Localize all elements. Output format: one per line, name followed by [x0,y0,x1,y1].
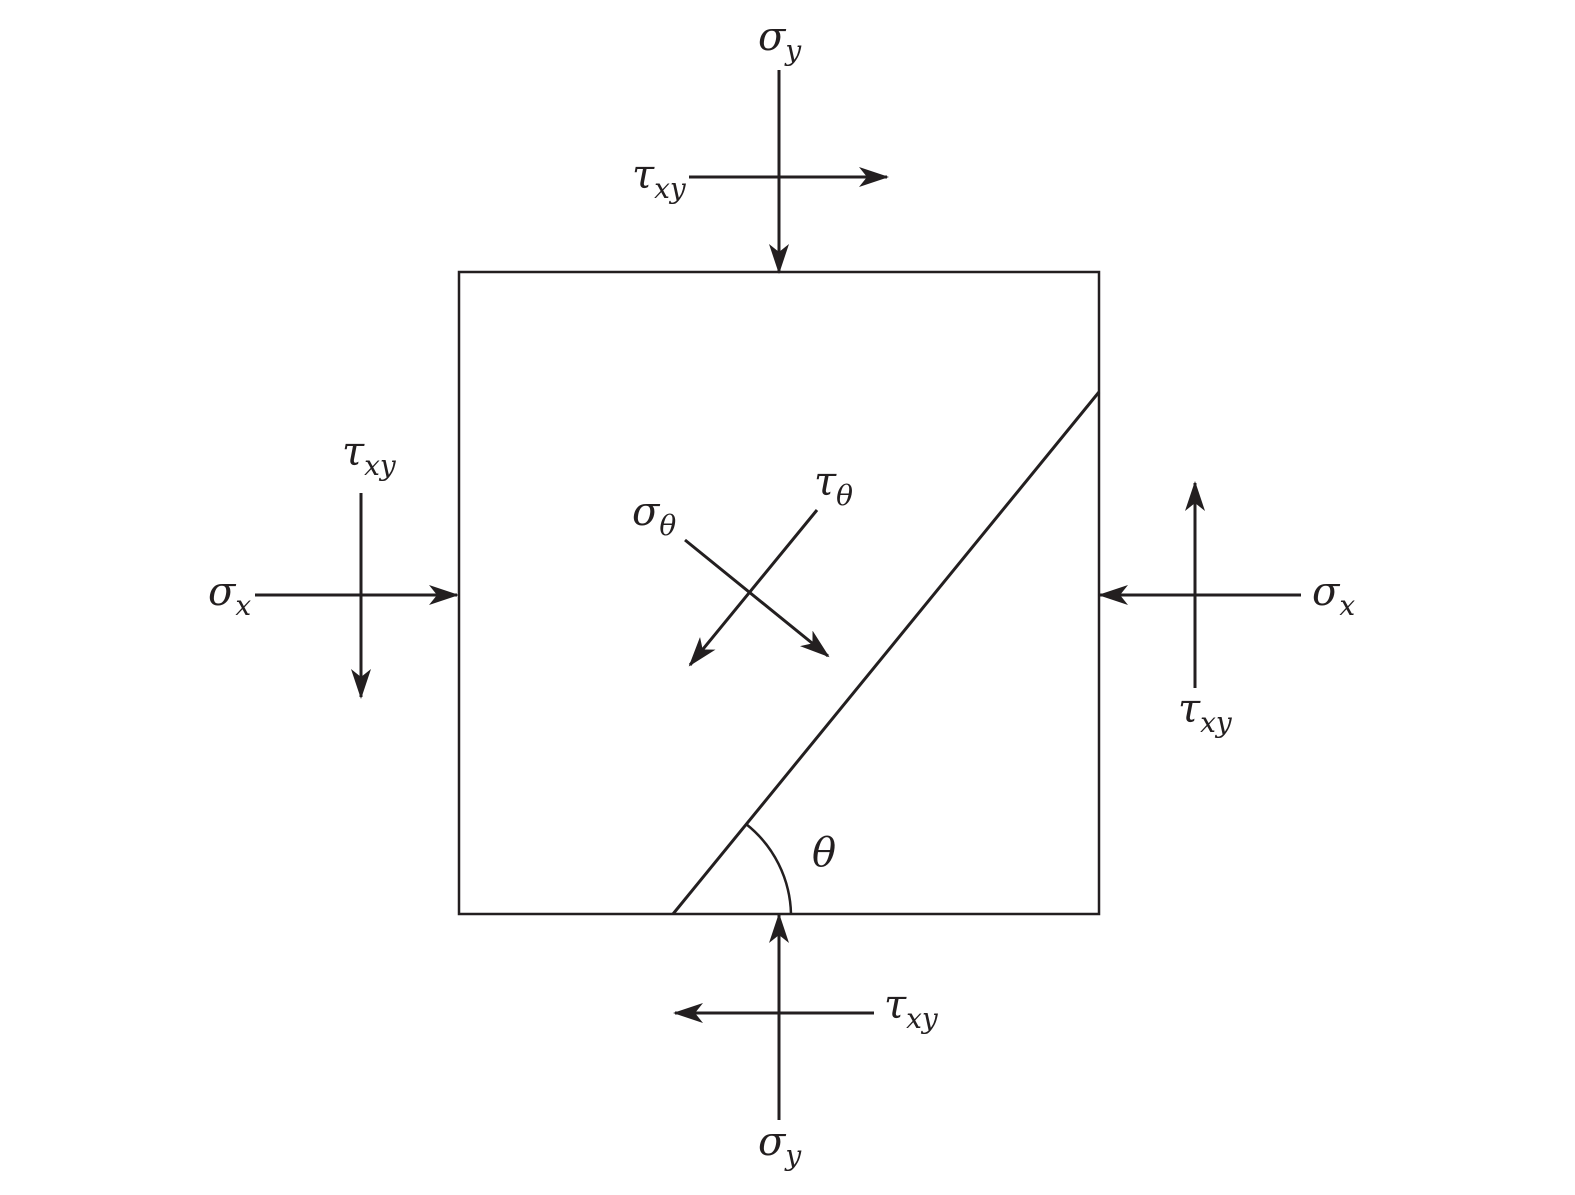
stress-element-square [457,270,1101,916]
inclined-plane-line [671,391,1101,915]
tau-xy-right-label: τxy [1178,686,1233,739]
theta-label: θ [812,830,836,876]
sigma-theta-arrow [684,538,830,658]
sigma-theta-label: σθ [632,489,676,542]
sigma-y-bottom-label: σy [758,1119,802,1172]
tau-theta-arrow [688,509,819,667]
tau-xy-top-label: τxy [632,152,687,205]
tau-theta-label: τθ [814,459,853,512]
tau-xy-bottom-label: τxy [884,982,939,1035]
tau-xy-left-label: τxy [342,429,397,482]
sigma-x-left-label: σx [208,569,251,622]
theta-angle-arc [745,823,793,915]
sigma-x-right-label: σx [1312,569,1355,622]
sigma-y-top-label: σy [758,14,802,67]
